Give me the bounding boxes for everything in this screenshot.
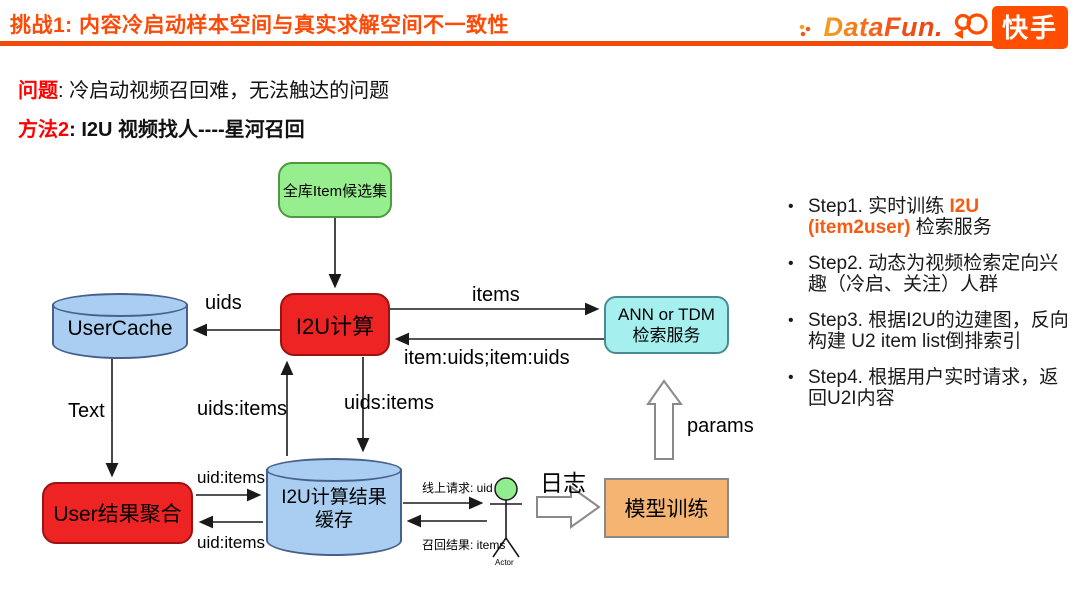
label-actor: Actor (495, 558, 514, 567)
steps-list: • Step1. 实时训练 I2U (item2user) 检索服务 • Step2.… (786, 196, 1072, 424)
step-item-3: • Step3. 根据I2U的边建图，反向构建 U2 item list倒排索引 (786, 310, 1072, 352)
label-uids: uids (205, 292, 242, 314)
node-user-agg[interactable]: User结果聚合 (42, 482, 193, 544)
step-item-4: • Step4. 根据用户实时请求，返回U2I内容 (786, 367, 1072, 409)
datafun-logo: DataFun. (823, 12, 943, 42)
params-block-arrow (646, 379, 683, 460)
actor-head (494, 477, 518, 501)
kuaishou-wordmark: 快手 (991, 6, 1068, 49)
cylinder-top (266, 458, 402, 482)
label-uid-items-top: uid:items (197, 468, 266, 487)
label-recall-result: 召回结果: items (422, 538, 506, 552)
label-uids-items-right: uids:items (344, 392, 435, 414)
step-highlight: I2U (item2user) (808, 196, 980, 238)
bullet-icon: • (788, 369, 794, 386)
method-label: 方法2 (18, 119, 70, 141)
bullet-icon: • (788, 255, 794, 272)
node-user-cache[interactable]: UserCache (52, 293, 188, 359)
node-item-pool-label: 全库Item候选集 (282, 182, 388, 200)
step-item-2: • Step2. 动态为视频检索定向兴趣（冷启、关注）人群 (786, 253, 1072, 295)
node-user-cache-label: UserCache (67, 317, 173, 340)
method-line: 方法2: I2U 视频找人----星河召回 (18, 113, 305, 142)
label-online-request: 线上请求: uid (422, 481, 493, 495)
title-underline (0, 41, 1035, 46)
method-sep: : (69, 119, 82, 141)
bullet-icon: • (788, 198, 794, 215)
step-text: Step1. 实时训练 (808, 196, 950, 217)
label-log: 日志 (540, 470, 586, 496)
logo-area: DataFun. 快手 (799, 6, 1068, 49)
datafun-dots-icon (799, 23, 814, 38)
node-ann-line1: ANN or TDM (618, 305, 715, 324)
kuaishou-camera-icon (953, 12, 988, 39)
node-model-training-label: 模型训练 (624, 498, 709, 521)
problem-line: 问题: 冷启动视频召回难，无法触达的问题 (18, 74, 389, 103)
label-items: items (472, 284, 520, 306)
step-item-1: • Step1. 实时训练 I2U (item2user) 检索服务 (786, 196, 1072, 238)
node-ann-service[interactable]: ANN or TDM 检索服务 (604, 296, 729, 354)
problem-sep: : (58, 80, 70, 102)
node-i2u-cache[interactable]: I2U计算结果 缓存 (266, 458, 402, 556)
problem-text: 冷启动视频召回难，无法触达的问题 (69, 80, 390, 102)
label-params: params (687, 415, 754, 437)
problem-label: 问题 (18, 80, 58, 102)
step-text: Step4. 根据用户实时请求，返回U2I内容 (808, 367, 1059, 409)
kuaishou-logo: 快手 (951, 6, 1068, 49)
label-item-uids: item:uids;item:uids (404, 347, 570, 369)
bullet-icon: • (788, 312, 794, 329)
label-text: Text (68, 400, 105, 422)
step-text: 检索服务 (910, 217, 992, 238)
step-text: Step2. 动态为视频检索定向兴趣（冷启、关注）人群 (808, 253, 1059, 295)
node-i2u-cache-line2: 缓存 (314, 510, 353, 531)
label-uids-items-left: uids:items (197, 398, 288, 420)
node-ann-line2: 检索服务 (632, 326, 701, 345)
node-model-training[interactable]: 模型训练 (604, 478, 729, 538)
node-i2u-cache-label: I2U计算结果 缓存 (266, 486, 402, 532)
node-item-pool[interactable]: 全库Item候选集 (278, 162, 392, 218)
method-text: I2U 视频找人----星河召回 (81, 119, 305, 141)
step-text: Step3. 根据I2U的边建图，反向构建 U2 item list倒排索引 (808, 310, 1069, 352)
page-title: 挑战1: 内容冷启动样本空间与真实求解空间不一致性 (10, 14, 510, 37)
node-i2u-cache-line1: I2U计算结果 (281, 487, 387, 508)
cylinder-top (52, 293, 188, 317)
label-uid-items-bottom: uid:items (197, 533, 266, 552)
node-user-agg-label: User结果聚合 (53, 503, 182, 526)
node-i2u-compute[interactable]: I2U计算 (280, 293, 390, 356)
node-i2u-compute-label: I2U计算 (295, 313, 375, 339)
cylinder-body (266, 469, 402, 556)
